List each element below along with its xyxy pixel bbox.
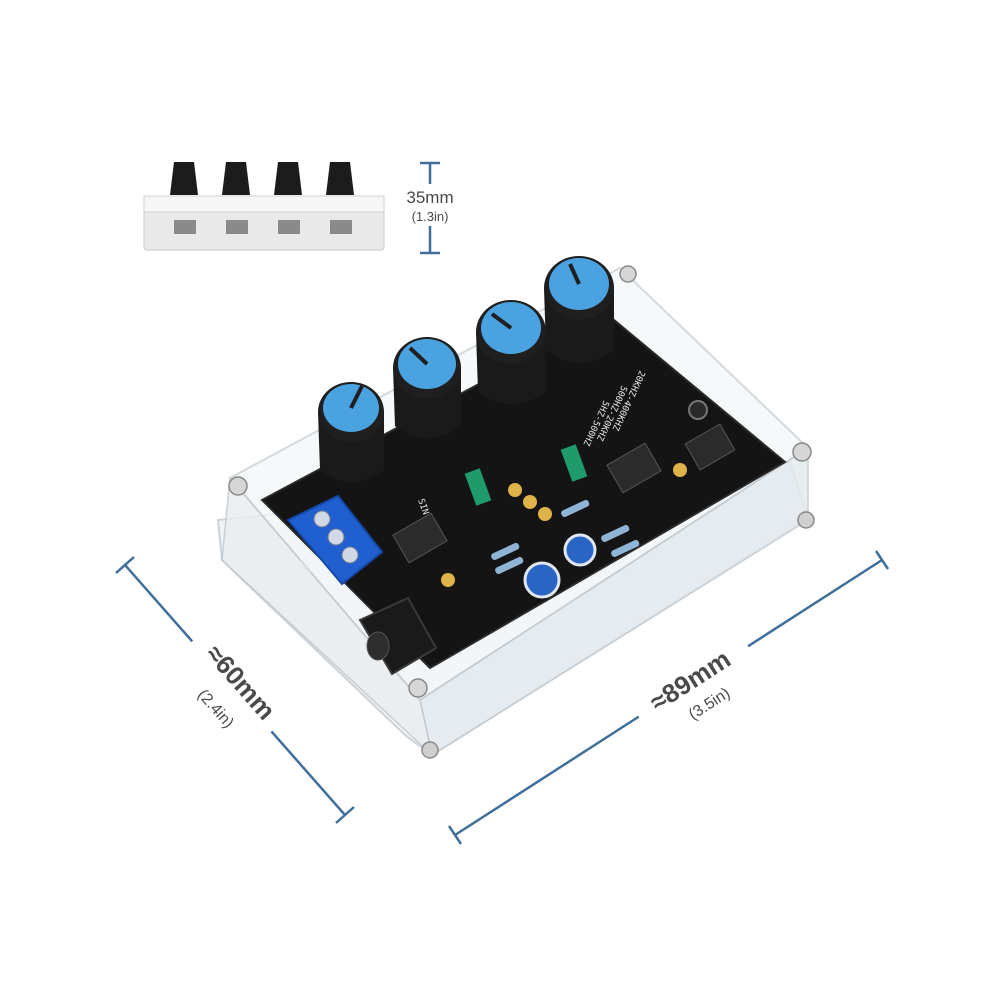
jumpers — [464, 444, 588, 506]
knobs — [318, 256, 614, 482]
dc-power-jack — [358, 596, 438, 676]
side-view-knob — [326, 162, 354, 234]
side-view-knob — [170, 162, 198, 234]
side-view-inset — [143, 162, 385, 251]
height-imperial: (1.3in) — [412, 209, 449, 224]
terminal-block — [286, 494, 384, 586]
ic-chips — [392, 423, 736, 564]
electrolytic-capacitors — [523, 400, 708, 599]
screws — [228, 265, 815, 759]
height-dimension: 35mm (1.3in) — [392, 161, 468, 255]
knob-2 — [393, 337, 461, 438]
side-view-knob — [274, 162, 302, 234]
knob-4 — [544, 256, 614, 363]
signal-generator-device: SIN GND 20KHZ-400KHZ 500HZ-20KHZ 5HZ-500… — [216, 256, 815, 759]
side-view-knob — [222, 162, 250, 234]
knob-1 — [318, 382, 384, 482]
side-view-knobs — [170, 162, 354, 234]
knob-3 — [476, 300, 546, 404]
resistors — [491, 499, 640, 574]
height-value: 35mm — [406, 188, 453, 207]
ceramic-capacitors — [441, 463, 687, 587]
